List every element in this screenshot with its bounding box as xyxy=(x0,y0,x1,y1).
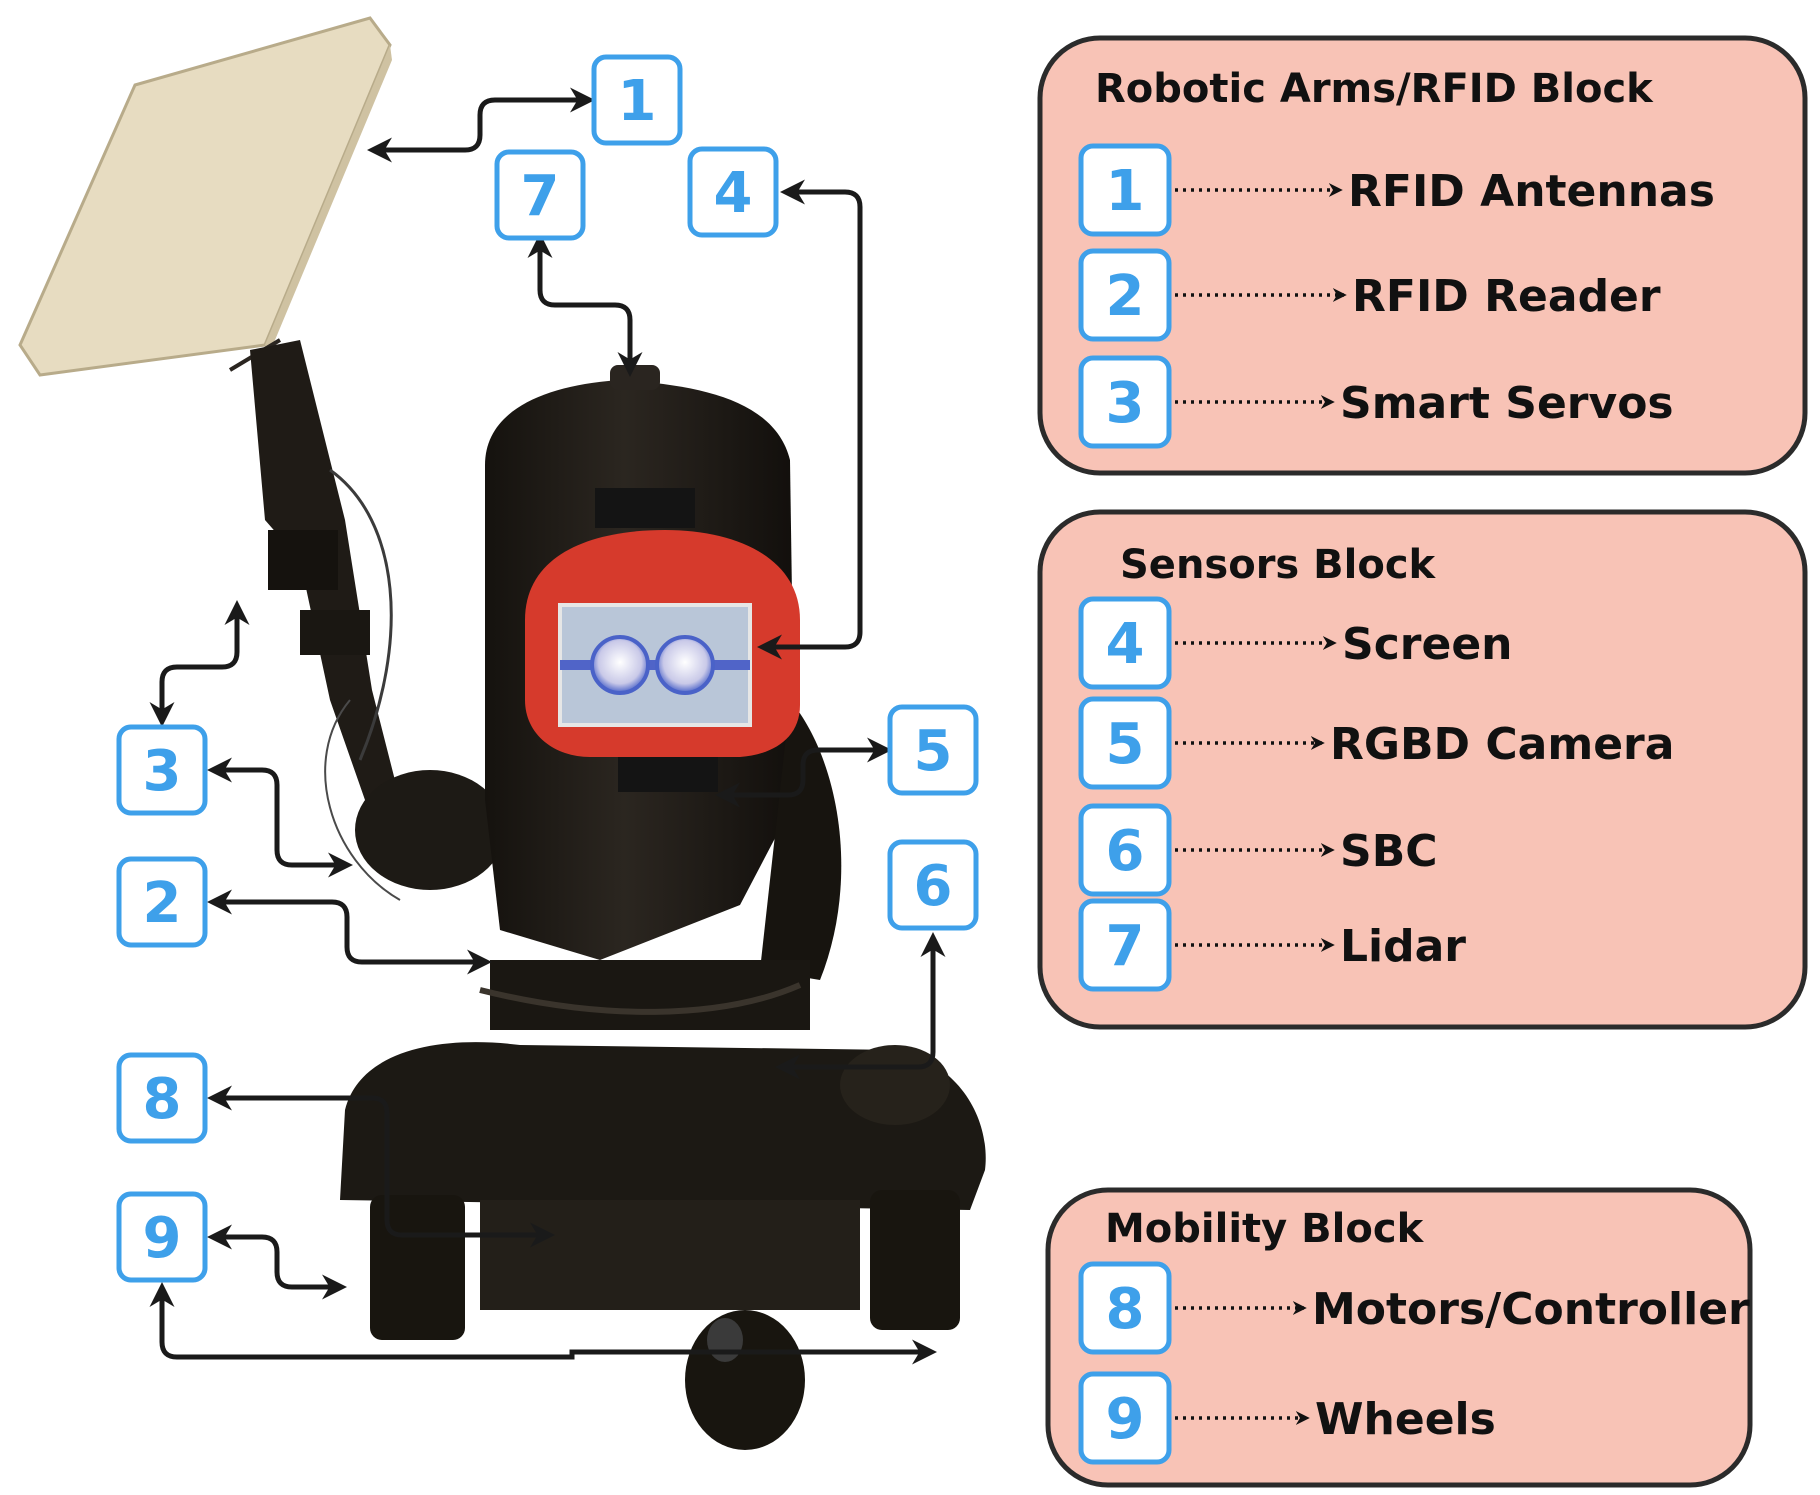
legend-block-frame xyxy=(1037,35,1808,476)
callout-badges: 17 4 3 5 2 6 8 9 xyxy=(116,54,979,1283)
callout-badge-5: 5 xyxy=(887,704,979,796)
legend-blocks: Robotic Arms/RFID Block 1 RFID Antennas 2 RF… xyxy=(1037,35,1808,1488)
legend-block-title: Sensors Block xyxy=(1120,542,1437,588)
legend-block-1: Robotic Arms/RFID Block 1 RFID Antennas 2 RF… xyxy=(1037,35,1808,476)
legend-badge-9: 9 xyxy=(1078,1371,1172,1465)
legend-badge-6-frame xyxy=(1078,803,1172,897)
legend-item-label: RFID Antennas xyxy=(1348,166,1715,217)
legend-badge-2-number: 2 xyxy=(1106,264,1145,329)
legend-badge-8-frame xyxy=(1078,1261,1172,1355)
legend-item-label: Lidar xyxy=(1340,921,1466,972)
legend-badge-2-frame xyxy=(1078,248,1172,342)
callout-badge-6: 6 xyxy=(887,839,979,931)
arrow-3 xyxy=(207,757,353,878)
callout-badge-4: 4 xyxy=(687,146,779,238)
legend-badge-5-number: 5 xyxy=(1106,712,1145,777)
legend-badge-4: 4 xyxy=(1078,596,1172,690)
callout-badge-1-number: 1 xyxy=(618,69,657,134)
legend-badge-7-number: 7 xyxy=(1106,914,1145,979)
arrow-2 xyxy=(207,889,492,975)
legend-block-frame xyxy=(1037,509,1808,1030)
robotic-arm xyxy=(250,340,505,901)
legend-block-title: Mobility Block xyxy=(1105,1206,1425,1252)
callout-badge-3: 3 xyxy=(116,724,208,816)
callout-badge-8-number: 8 xyxy=(143,1067,182,1132)
callout-badge-7-number: 7 xyxy=(521,164,560,229)
callout-badge-9-frame xyxy=(116,1191,208,1283)
callout-badge-9: 9 xyxy=(116,1191,208,1283)
legend-badge-2: 2 xyxy=(1078,248,1172,342)
legend-item-label: SBC xyxy=(1340,826,1438,877)
legend-badge-5: 5 xyxy=(1078,696,1172,790)
legend-badge-9-frame xyxy=(1078,1371,1172,1465)
callout-badge-7-frame xyxy=(494,149,586,241)
callout-badge-5-number: 5 xyxy=(914,719,953,784)
callout-badge-7: 7 xyxy=(494,149,586,241)
arrow-9 xyxy=(207,1224,347,1300)
callout-badge-2: 2 xyxy=(116,856,208,948)
callout-badge-4-number: 4 xyxy=(714,161,753,226)
callout-badge-1-frame xyxy=(591,54,683,146)
callout-badge-3-frame xyxy=(116,724,208,816)
callout-badge-1: 1 xyxy=(591,54,683,146)
arrow-8 xyxy=(207,1085,555,1248)
arrow-1 xyxy=(367,87,595,163)
robot-base xyxy=(340,1042,986,1450)
legend-badge-1-frame xyxy=(1078,143,1172,237)
legend-badge-8: 8 xyxy=(1078,1261,1172,1355)
legend-item-label: RFID Reader xyxy=(1352,271,1661,322)
rfid-antenna-panel xyxy=(18,16,392,377)
legend-badge-9-number: 9 xyxy=(1106,1387,1145,1452)
callout-badge-3-number: 3 xyxy=(143,739,182,804)
legend-block-title: Robotic Arms/RFID Block xyxy=(1095,66,1654,112)
legend-item-label: Smart Servos xyxy=(1340,378,1674,429)
legend-badge-6: 6 xyxy=(1078,803,1172,897)
legend-badge-1-number: 1 xyxy=(1106,159,1145,224)
callout-badge-2-number: 2 xyxy=(143,871,182,936)
legend-item-label: RGBD Camera xyxy=(1330,719,1674,770)
callout-badge-8: 8 xyxy=(116,1052,208,1144)
arrow-4 xyxy=(757,179,863,660)
arrow-6 xyxy=(775,932,946,1080)
callout-badge-5-frame xyxy=(887,704,979,796)
legend-item-label: Motors/Controller xyxy=(1312,1284,1750,1335)
legend-badge-4-number: 4 xyxy=(1106,612,1145,677)
legend-badge-5-frame xyxy=(1078,696,1172,790)
legend-badge-7: 7 xyxy=(1078,898,1172,992)
arrow-5 xyxy=(715,737,892,808)
legend-badge-3-number: 3 xyxy=(1106,371,1145,436)
legend-block-frame xyxy=(1045,1187,1753,1488)
legend-item-label: Wheels xyxy=(1315,1394,1496,1445)
legend-badge-3-frame xyxy=(1078,355,1172,449)
legend-badge-1: 1 xyxy=(1078,143,1172,237)
arrow-7 xyxy=(527,233,643,377)
arrow-3-up xyxy=(149,600,250,727)
callout-badge-6-frame xyxy=(887,839,979,931)
legend-badge-7-frame xyxy=(1078,898,1172,992)
legend-block-2: Sensors Block 4 Screen 5 RGBD Camera 6 SBC 7 Lid… xyxy=(1037,509,1808,1030)
callout-badge-2-frame xyxy=(116,856,208,948)
connector-arrows xyxy=(149,87,946,1365)
callout-badge-9-number: 9 xyxy=(143,1206,182,1271)
callout-badge-6-number: 6 xyxy=(914,854,953,919)
legend-block-3: Mobility Block 8 Motors/Controller 9 Wheels xyxy=(1045,1187,1753,1488)
legend-badge-3: 3 xyxy=(1078,355,1172,449)
callout-badge-4-frame xyxy=(687,146,779,238)
legend-badge-6-number: 6 xyxy=(1106,819,1145,884)
robot-face xyxy=(525,530,800,792)
legend-badge-4-frame xyxy=(1078,596,1172,690)
legend-badge-8-number: 8 xyxy=(1106,1277,1145,1342)
callout-badge-8-frame xyxy=(116,1052,208,1144)
legend-item-label: Screen xyxy=(1342,619,1512,670)
arrow-9-long xyxy=(149,1282,937,1365)
